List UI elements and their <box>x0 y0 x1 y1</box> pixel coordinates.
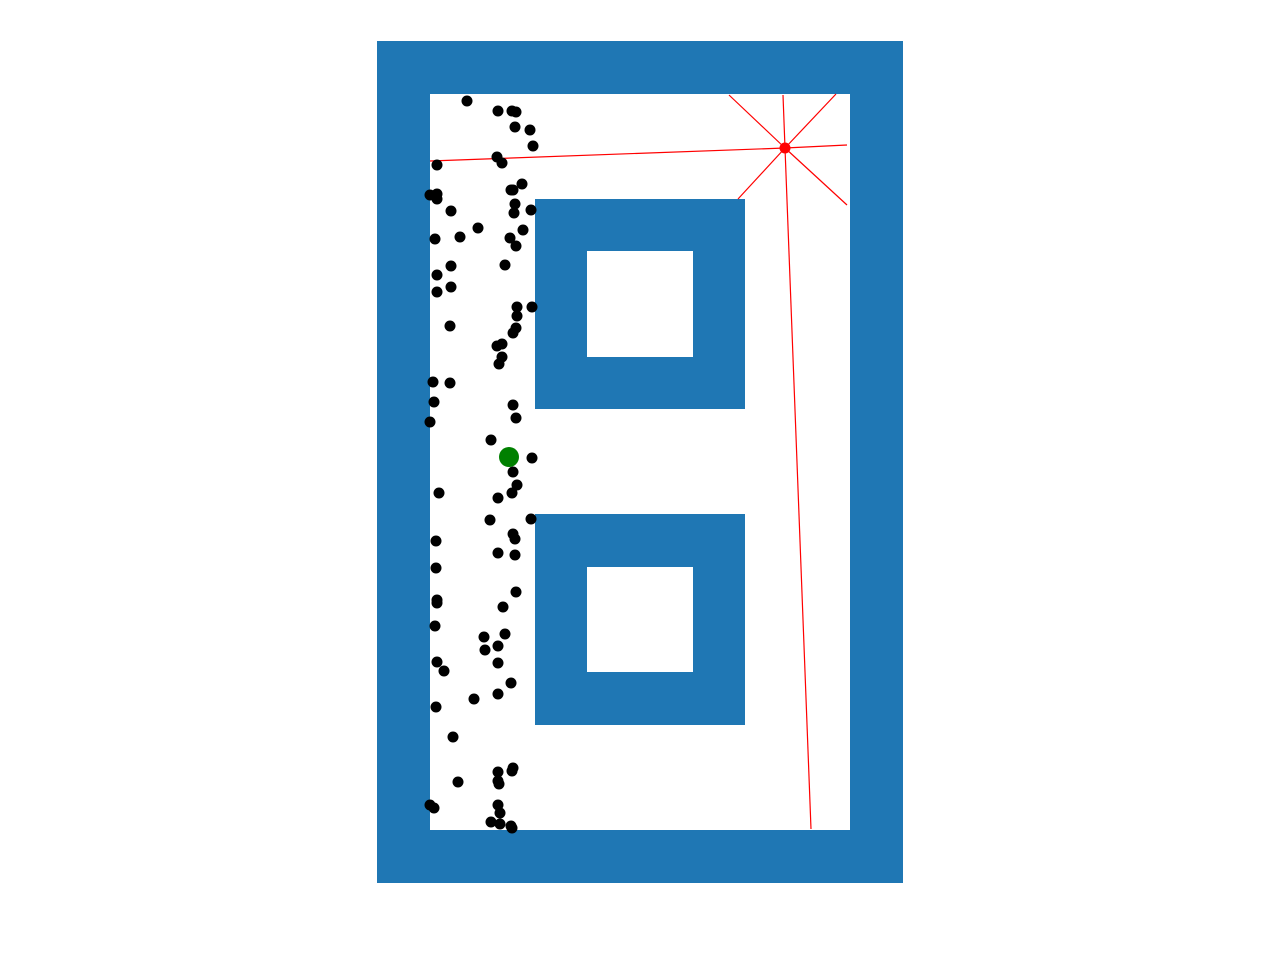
particle <box>507 466 519 478</box>
particle <box>428 396 440 408</box>
particle <box>438 665 450 677</box>
particle <box>454 231 466 243</box>
particle <box>431 597 443 609</box>
particle <box>492 547 504 559</box>
particle <box>517 224 529 236</box>
particle <box>431 269 443 281</box>
particle <box>510 412 522 424</box>
particle <box>494 818 506 830</box>
particle <box>511 310 523 322</box>
walls-layer <box>377 41 903 883</box>
particle <box>509 549 521 561</box>
particle <box>428 802 440 814</box>
particle <box>472 222 484 234</box>
particle <box>429 233 441 245</box>
particle <box>504 232 516 244</box>
particle <box>445 260 457 272</box>
particle <box>444 377 456 389</box>
particle <box>527 140 539 152</box>
particle <box>507 399 519 411</box>
particle <box>484 514 496 526</box>
particle <box>497 601 509 613</box>
particle <box>509 198 521 210</box>
particle <box>524 124 536 136</box>
particle <box>431 286 443 298</box>
particle <box>526 301 538 313</box>
particle <box>433 487 445 499</box>
particle <box>492 657 504 669</box>
particle <box>452 776 464 788</box>
particle <box>496 157 508 169</box>
particle <box>506 487 518 499</box>
sensor-ray <box>429 147 786 162</box>
particle <box>492 105 504 117</box>
particle <box>461 95 473 107</box>
particle <box>444 320 456 332</box>
sensor-rays <box>429 93 848 830</box>
particles-layer <box>424 95 539 834</box>
particle <box>509 121 521 133</box>
particle <box>525 513 537 525</box>
particle <box>508 207 520 219</box>
particle <box>507 184 519 196</box>
sensor-origin <box>779 142 791 154</box>
particle <box>506 822 518 834</box>
particle <box>468 693 480 705</box>
particle <box>485 816 497 828</box>
robot-position <box>499 447 519 467</box>
particle <box>526 452 538 464</box>
sensor-ray <box>737 147 786 200</box>
particle <box>491 340 503 352</box>
sensor-ray <box>784 144 848 149</box>
upper-obstacle-hole <box>587 251 693 357</box>
particle <box>479 644 491 656</box>
particle <box>431 656 443 668</box>
particle <box>511 301 523 313</box>
particle <box>510 106 522 118</box>
particle <box>492 688 504 700</box>
particle <box>499 259 511 271</box>
particle <box>525 204 537 216</box>
particle <box>431 193 443 205</box>
particle <box>516 178 528 190</box>
particle <box>493 358 505 370</box>
particle <box>478 631 490 643</box>
particle <box>510 240 522 252</box>
particle <box>424 416 436 428</box>
particle <box>429 620 441 632</box>
particle <box>510 586 522 598</box>
particle <box>427 376 439 388</box>
particle <box>445 205 457 217</box>
particle <box>511 479 523 491</box>
particle <box>430 701 442 713</box>
sensor-ray <box>784 147 848 206</box>
particle <box>445 281 457 293</box>
particle <box>430 535 442 547</box>
particle <box>507 327 519 339</box>
particle <box>509 533 521 545</box>
sensor-ray <box>784 147 812 830</box>
lower-obstacle-hole <box>587 567 693 672</box>
particle <box>492 492 504 504</box>
particle <box>494 807 506 819</box>
particle <box>447 731 459 743</box>
particle <box>492 766 504 778</box>
particle <box>493 778 505 790</box>
particle <box>485 434 497 446</box>
particle <box>506 765 518 777</box>
markers-layer <box>499 142 791 467</box>
sensor-ray <box>728 94 786 149</box>
particle <box>431 159 443 171</box>
sensor-ray <box>782 94 786 149</box>
particle <box>492 640 504 652</box>
particle <box>499 628 511 640</box>
particle <box>430 562 442 574</box>
particle <box>505 677 517 689</box>
sensor-ray <box>784 93 837 149</box>
